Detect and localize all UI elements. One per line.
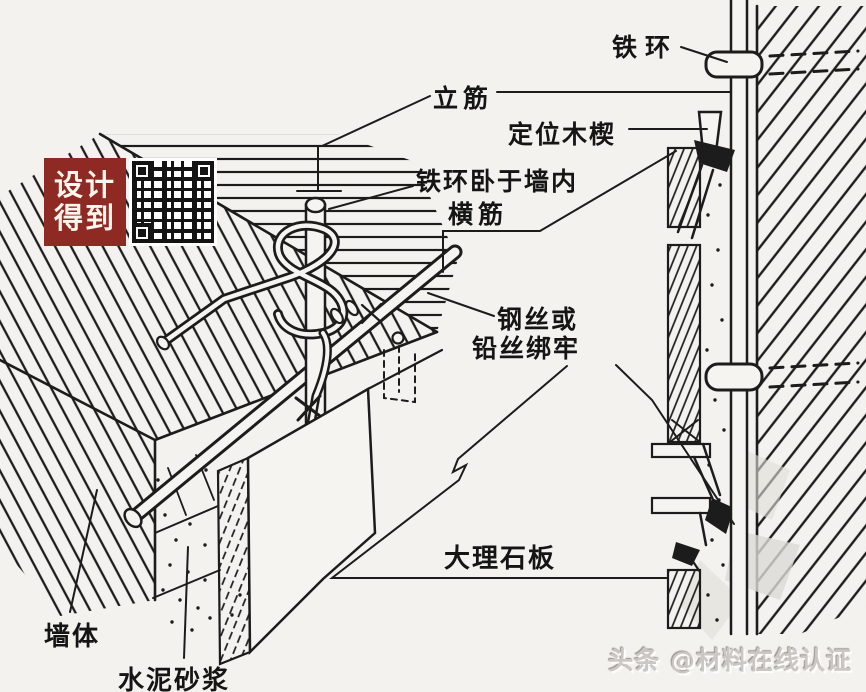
qr-finder-icon [132, 161, 152, 181]
qr-pattern [132, 161, 214, 243]
qr-code [129, 158, 217, 246]
callout-positioning-wedge: 定位木楔 [508, 120, 617, 149]
callout-iron-ring: 铁环 [612, 33, 679, 62]
wall-left-face-hatch [0, 134, 437, 616]
logo-text-line1: 设计 [53, 167, 116, 202]
horizontal-rebar-tube [123, 244, 463, 529]
brand-logo: 设计 得到 [44, 158, 126, 246]
qr-finder-icon [194, 161, 214, 181]
section-view [650, 0, 866, 640]
wedge-detail [676, 110, 735, 240]
callout-cement-mortar: 水泥砂浆 [118, 666, 231, 692]
callout-vertical-bar: 立筋 [433, 84, 494, 113]
dashed-wire-tie [360, 302, 416, 404]
logo-text-line2: 得到 [53, 201, 116, 235]
callout-ring-on-wall-line2: 横筋 [448, 200, 509, 229]
marble-slab-isometric [216, 348, 444, 666]
watermark-text: 头条 @材料在线认证 [608, 646, 852, 675]
qr-finder-icon [132, 223, 152, 243]
callout-ring-on-wall-line1: 铁环卧于墙内 [416, 167, 579, 196]
section-vertical-bar [729, 0, 749, 636]
callout-wire-line2: 铅丝绑牢 [472, 334, 581, 363]
iron-rings-section [704, 49, 860, 392]
callout-marble-slab: 大理石板 [444, 544, 557, 574]
iron-ring-wire [155, 220, 359, 429]
callout-wall-body: 墙体 [44, 622, 101, 652]
leader-lines [69, 46, 735, 659]
marble-slabs-section [666, 146, 702, 630]
callout-wire-line1: 钢丝或 [497, 305, 579, 334]
